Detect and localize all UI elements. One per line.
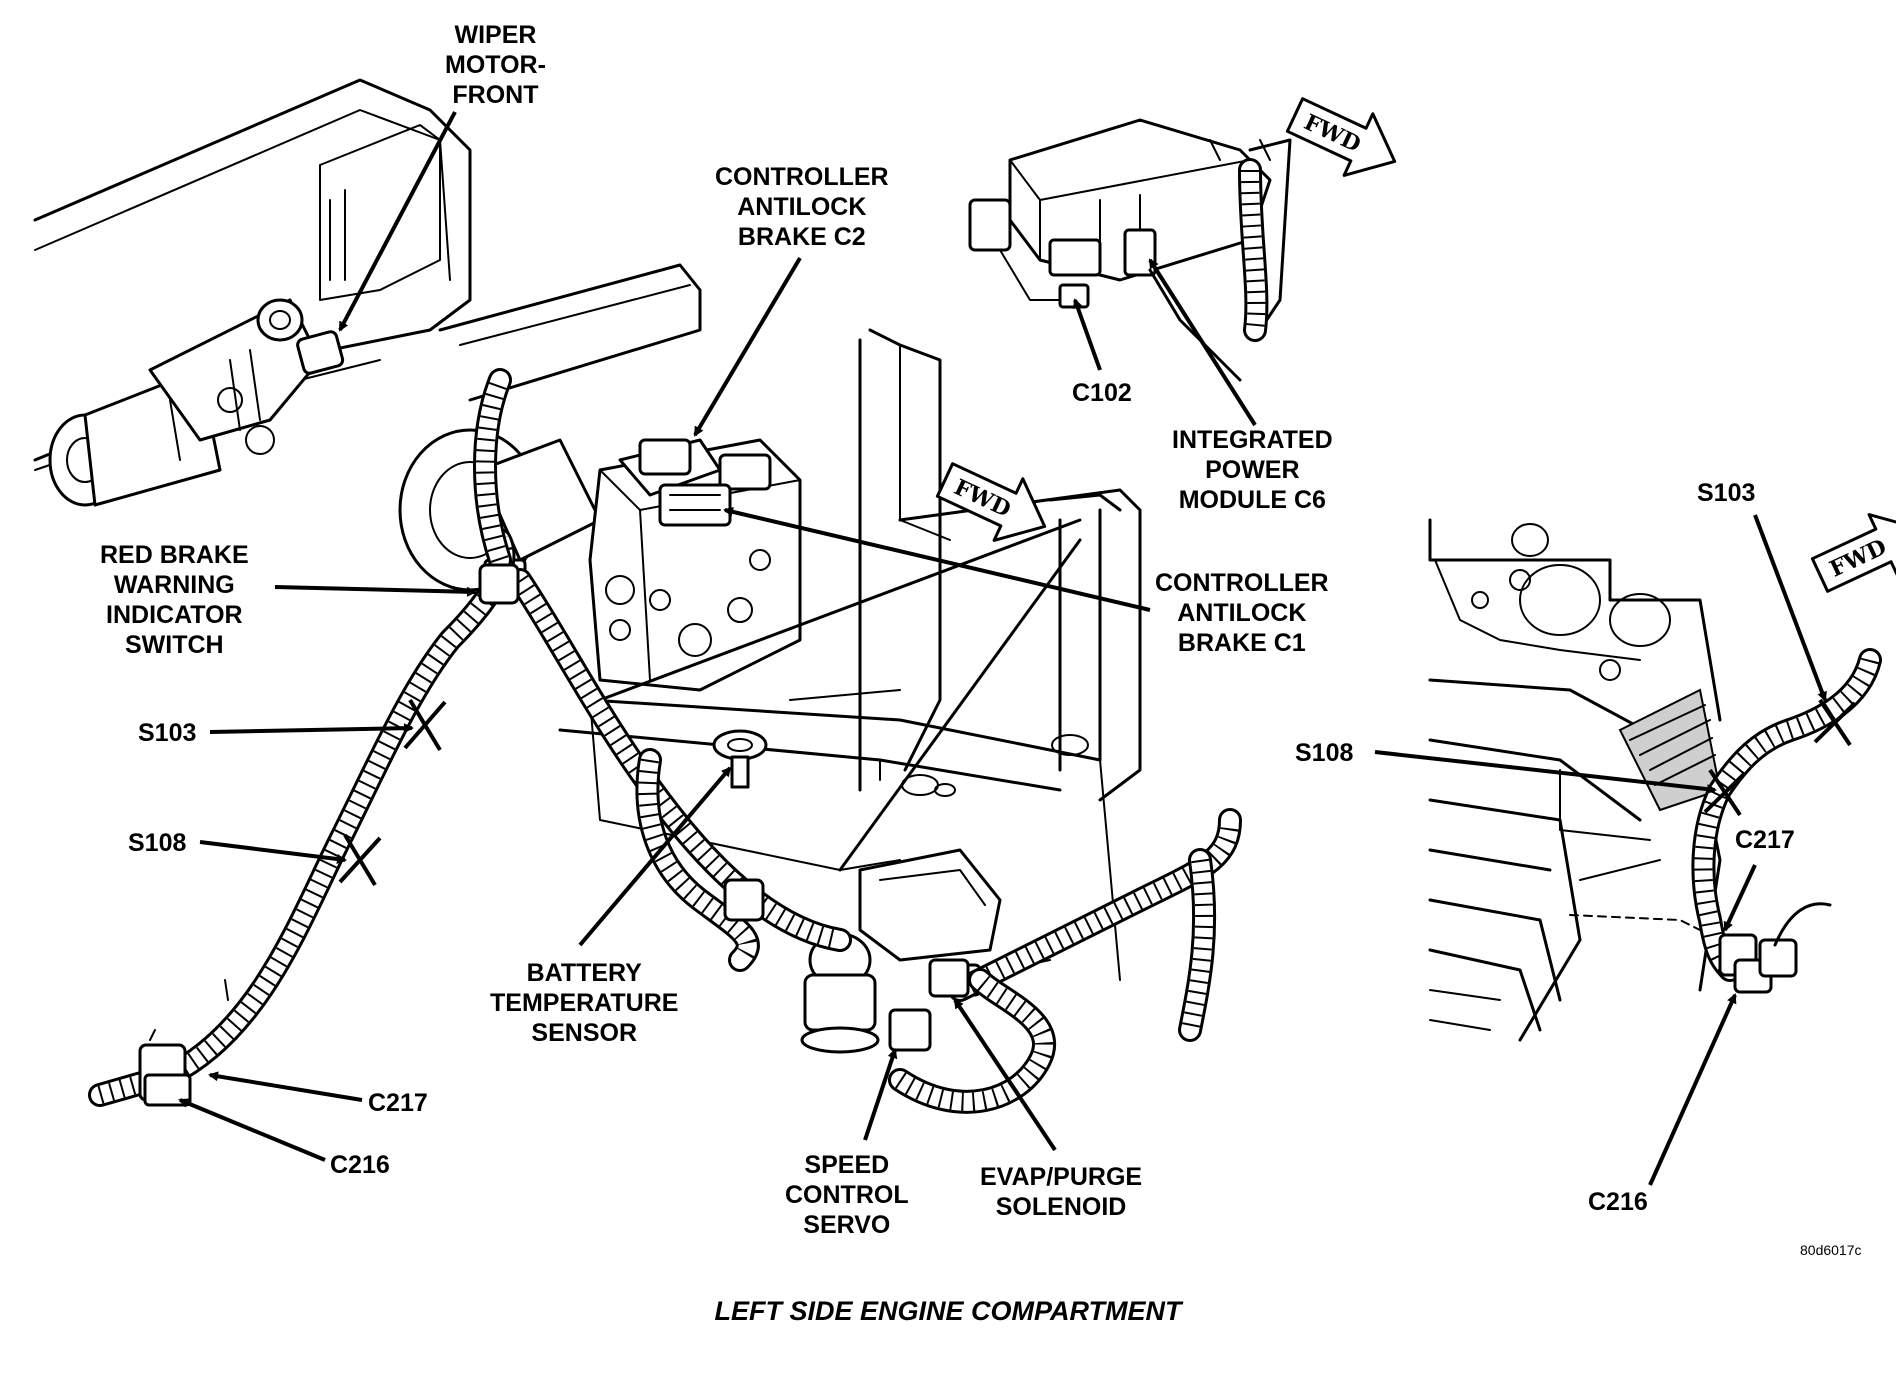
wiper-motor xyxy=(48,298,345,507)
leader-c216-right xyxy=(1648,993,1737,1186)
leader-red-brake-switch xyxy=(274,585,477,597)
label-s103-right: S103 xyxy=(1697,479,1756,507)
red-brake-switch-connector xyxy=(478,563,520,605)
leader-c102 xyxy=(1072,298,1102,371)
leader-c217-right xyxy=(1723,864,1757,932)
label-c217-left: C217 xyxy=(368,1089,428,1117)
leader-c217-left xyxy=(208,1071,363,1102)
leader-s103-right xyxy=(1753,514,1827,702)
leader-c216-left xyxy=(178,1098,326,1162)
fwd-arrow-top: FWD xyxy=(1285,97,1397,177)
integrated-power-module xyxy=(968,118,1292,382)
leader-s103-left xyxy=(209,723,414,734)
fwd-arrow-center: FWD xyxy=(935,462,1047,542)
splice-s108-right xyxy=(1703,768,1747,817)
splice-s103-right xyxy=(1813,698,1857,747)
label-s108-right: S108 xyxy=(1295,739,1354,767)
label-s108-left: S108 xyxy=(128,829,187,857)
splice-s108-left xyxy=(338,833,382,887)
leader-speed-control-servo xyxy=(863,1048,898,1141)
right-wire-harness xyxy=(1691,648,1882,994)
speed-control-servo xyxy=(800,848,1002,1054)
label-s103-left: S103 xyxy=(138,719,197,747)
figure-caption: LEFT SIDE ENGINE COMPARTMENT xyxy=(714,1296,1182,1326)
leader-evap-purge xyxy=(953,998,1057,1152)
leader-controller-c1 xyxy=(723,506,1151,612)
label-c217-right: C217 xyxy=(1735,826,1795,854)
figure-code: 80d6017c xyxy=(1800,1242,1862,1258)
leader-integrated-power-module xyxy=(1148,258,1257,427)
right-inset-panel xyxy=(1428,518,1722,1042)
battery-tray xyxy=(558,328,1142,981)
leader-lines xyxy=(178,111,1827,1186)
leader-s108-left xyxy=(199,840,347,864)
abs-controller xyxy=(588,438,802,692)
leader-controller-c2 xyxy=(693,256,802,437)
label-c216-left: C216 xyxy=(330,1151,390,1179)
label-c102: C102 xyxy=(1072,379,1132,407)
left-wire-harness xyxy=(88,368,1242,1114)
leader-wiper-motor xyxy=(338,111,457,332)
battery-temperature-sensor xyxy=(712,689,901,789)
leader-battery-temp-sensor xyxy=(578,766,732,947)
leader-s108-right xyxy=(1374,750,1717,795)
fwd-arrow-right: FWD xyxy=(1810,513,1896,593)
splice-s103-left xyxy=(403,698,447,752)
c216-connector-left xyxy=(143,1073,192,1107)
label-c216-right: C216 xyxy=(1588,1188,1648,1216)
